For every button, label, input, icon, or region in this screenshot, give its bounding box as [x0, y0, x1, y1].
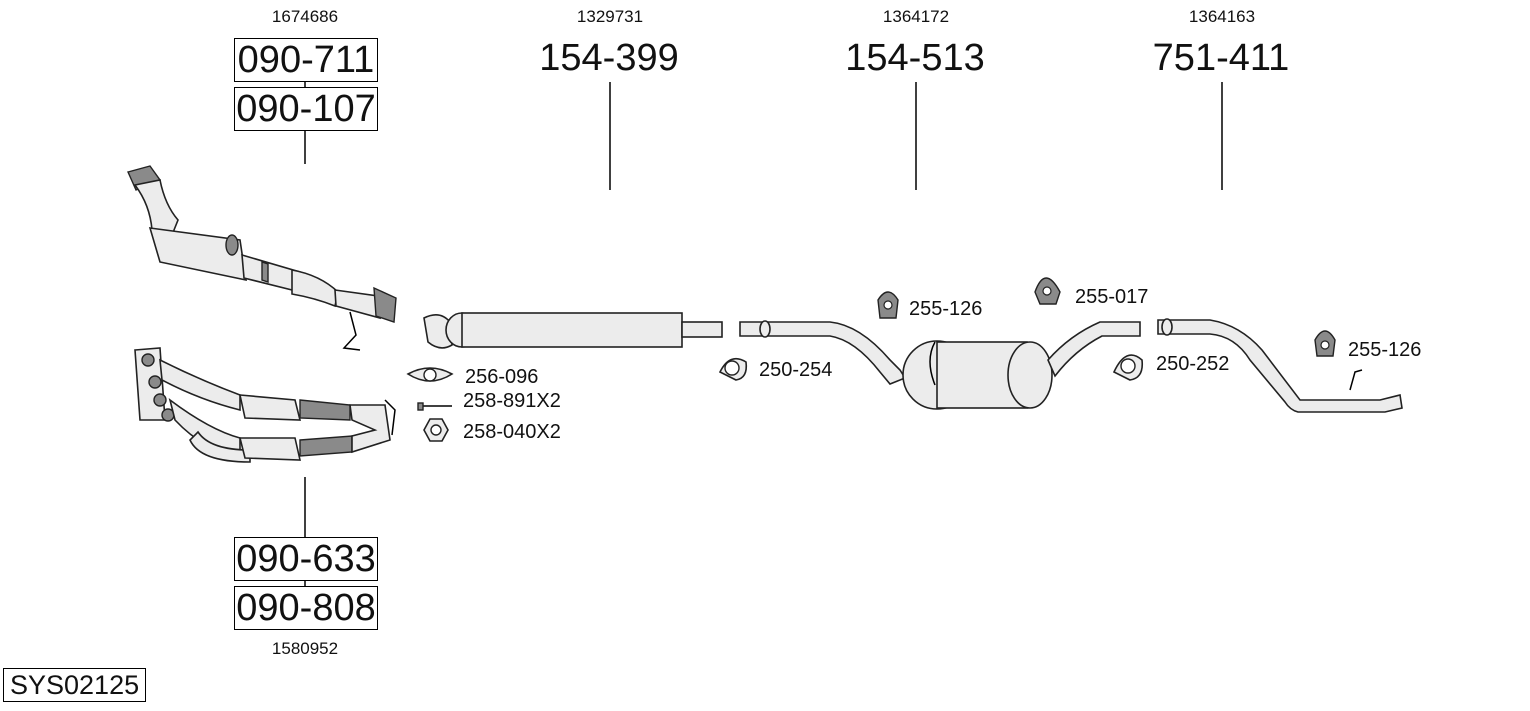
gasket-drawing [406, 367, 454, 382]
fitting-clamp-rear-label[interactable]: 250-252 [1156, 353, 1230, 375]
fitting-hanger-mid-label[interactable]: 255-126 [909, 298, 983, 320]
clamp-rear-drawing [1112, 354, 1144, 381]
system-code: SYS02125 [3, 668, 147, 702]
oem-number-tail-pipe: 1364163 [1188, 7, 1256, 26]
hanger-rear-mid-drawing [1034, 277, 1061, 305]
part-number-manifold-a[interactable]: 090-633 [234, 537, 378, 581]
catalytic-converter-drawing [127, 165, 397, 351]
hanger-tail-drawing [1314, 330, 1336, 357]
tail-pipe-drawing [1157, 318, 1403, 413]
part-number-tail-pipe[interactable]: 751-411 [1152, 37, 1290, 79]
middle-silencer-drawing [739, 320, 1141, 410]
oem-number-front-silencer: 1329731 [576, 7, 644, 26]
front-silencer-drawing [423, 312, 723, 349]
part-number-manifold-b[interactable]: 090-808 [234, 586, 378, 630]
clamp-front-drawing [718, 357, 748, 381]
fitting-nut-label[interactable]: 258-040X2 [463, 421, 561, 443]
fitting-hanger-tail-label[interactable]: 255-126 [1348, 339, 1422, 361]
oem-number-cat-top: 1674686 [271, 7, 339, 26]
part-number-middle-silencer[interactable]: 154-513 [845, 37, 985, 79]
part-number-cat-top-a[interactable]: 090-711 [234, 38, 378, 82]
nut-drawing [423, 418, 449, 442]
bolt-drawing [417, 402, 452, 411]
fitting-bolt-label[interactable]: 258-891X2 [463, 390, 561, 412]
oem-number-middle-silencer: 1364172 [882, 7, 950, 26]
fitting-hanger-rear-mid-label[interactable]: 255-017 [1075, 286, 1149, 308]
fitting-clamp-front-label[interactable]: 250-254 [759, 359, 833, 381]
fitting-gasket-label[interactable]: 256-096 [465, 366, 539, 388]
hanger-mid-drawing [877, 291, 899, 319]
exhaust-manifold-drawing [134, 347, 396, 463]
part-number-front-silencer[interactable]: 154-399 [539, 37, 679, 79]
part-number-cat-top-b[interactable]: 090-107 [234, 87, 378, 131]
oem-number-manifold: 1580952 [271, 639, 339, 658]
